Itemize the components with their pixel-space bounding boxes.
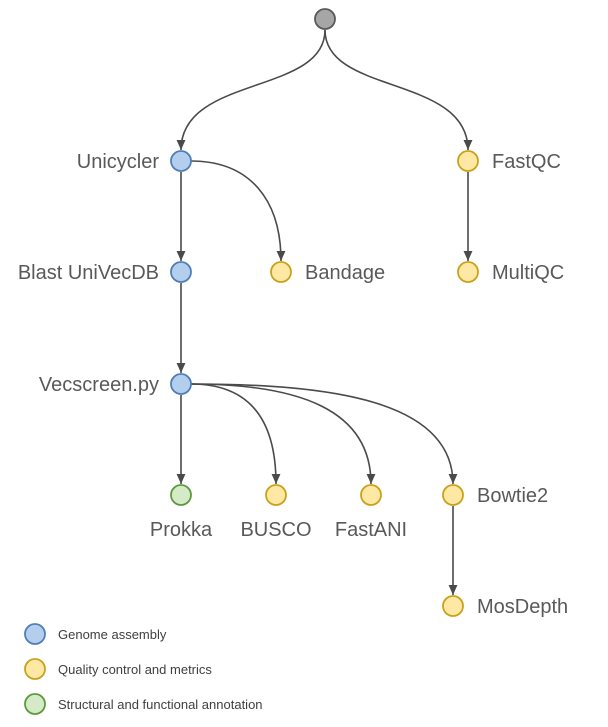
node-label-bowtie2: Bowtie2 [477, 485, 548, 507]
node-label-prokka: Prokka [150, 519, 213, 541]
edge-vecscreen-to-busco [190, 383, 281, 485]
edges-layer [176, 29, 473, 595]
node-circle-root [314, 8, 336, 30]
node-circle-bowtie2 [442, 484, 464, 506]
node-label-fastqc: FastQC [492, 151, 561, 173]
node-fastqc: FastQC [457, 150, 561, 173]
legend-swatch [24, 658, 46, 680]
node-bowtie2: Bowtie2 [442, 484, 548, 507]
node-blast: Blast UniVecDB [18, 261, 192, 284]
node-circle-fastqc [457, 150, 479, 172]
legend-label: Structural and functional annotation [58, 697, 263, 712]
nodes-layer: Unicycler FastQC Blast UniVecDB Bandage Mult… [18, 8, 568, 618]
legend-label: Genome assembly [58, 627, 167, 642]
node-label-mosdepth: MosDepth [477, 596, 568, 618]
node-label-multiqc: MultiQC [492, 262, 564, 284]
node-fastani: FastANI [335, 484, 407, 541]
edge-root-to-unicycler [176, 29, 326, 151]
node-circle-prokka [170, 484, 192, 506]
node-label-fastani: FastANI [335, 519, 407, 541]
edge-vecscreen-to-bowtie2 [190, 383, 458, 485]
legend-swatch [24, 623, 46, 645]
node-label-vecscreen: Vecscreen.py [39, 374, 159, 396]
node-unicycler: Unicycler [77, 150, 192, 173]
node-circle-unicycler [170, 150, 192, 172]
edge-unicycler-to-bandage [190, 160, 286, 262]
node-circle-busco [265, 484, 287, 506]
node-circle-fastani [360, 484, 382, 506]
legend-swatch [24, 693, 46, 715]
node-vecscreen: Vecscreen.py [39, 373, 192, 396]
node-label-blast: Blast UniVecDB [18, 262, 159, 284]
legend-item-genome-assembly: Genome assembly [24, 623, 167, 645]
node-circle-blast [170, 261, 192, 283]
node-circle-multiqc [457, 261, 479, 283]
legend-label: Quality control and metrics [58, 662, 212, 677]
node-multiqc: MultiQC [457, 261, 564, 284]
edge-vecscreen-to-fastani [190, 383, 376, 485]
node-label-unicycler: Unicycler [77, 151, 160, 173]
node-prokka: Prokka [150, 484, 213, 541]
legend-item-quality-control: Quality control and metrics [24, 658, 212, 680]
node-bandage: Bandage [270, 261, 385, 284]
node-circle-vecscreen [170, 373, 192, 395]
edge-root-to-fastqc [324, 29, 473, 151]
node-label-busco: BUSCO [240, 519, 311, 541]
node-mosdepth: MosDepth [442, 595, 568, 618]
node-circle-bandage [270, 261, 292, 283]
node-root [314, 8, 336, 30]
node-label-bandage: Bandage [305, 262, 385, 284]
node-circle-mosdepth [442, 595, 464, 617]
node-busco: BUSCO [240, 484, 312, 541]
legend-item-annotation: Structural and functional annotation [24, 693, 263, 715]
